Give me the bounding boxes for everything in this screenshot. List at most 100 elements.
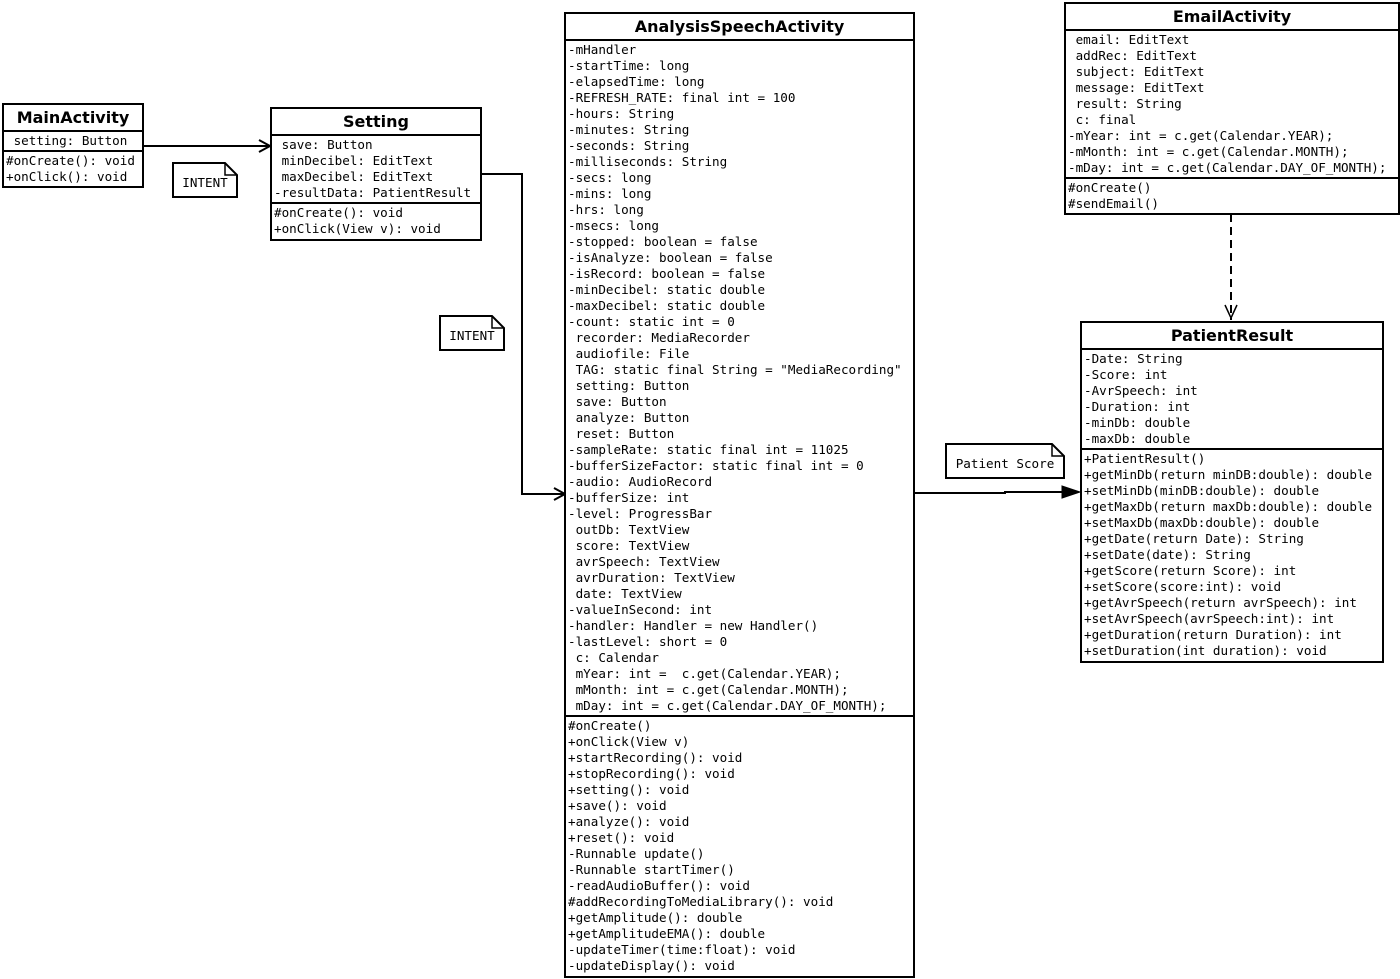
filled-arrowhead-icon <box>1061 485 1082 499</box>
attribute: outDb: TextView <box>568 522 690 537</box>
method-list: #onCreate() #sendEmail() <box>1066 177 1398 213</box>
note-text: INTENT <box>449 327 495 343</box>
note-patient-score[interactable]: Patient Score <box>945 443 1065 479</box>
method: #sendEmail() <box>1068 196 1159 211</box>
attribute: -maxDb: double <box>1084 431 1191 446</box>
attribute: -mMonth: int = c.get(Calendar.MONTH); <box>1068 144 1349 159</box>
method-list: #onCreate() +onClick(View v) +startRecor… <box>566 715 913 975</box>
attribute: -milliseconds: String <box>568 154 728 169</box>
class-main-activity[interactable]: MainActivity setting: Button #onCreate()… <box>2 103 144 188</box>
method: +onClick(View v): void <box>274 221 441 236</box>
method: +onClick(View v) <box>568 734 690 749</box>
attribute: TAG: static final String = "MediaRecordi… <box>568 362 902 377</box>
method: #onCreate() <box>568 718 652 733</box>
method: +getScore(return Score): int <box>1084 563 1297 578</box>
attribute: -handler: Handler = new Handler() <box>568 618 819 633</box>
note-intent-1[interactable]: INTENT <box>172 162 238 198</box>
attribute: -hours: String <box>568 106 675 121</box>
attribute: -Duration: int <box>1084 399 1191 414</box>
method: +getAmplitudeEMA(): double <box>568 926 766 941</box>
attribute: -mHandler <box>568 42 637 57</box>
method-list: #onCreate(): void +onClick(View v): void <box>272 202 480 238</box>
method: +getAmplitude(): double <box>568 910 743 925</box>
attribute: score: TextView <box>568 538 690 553</box>
attribute: -level: ProgressBar <box>568 506 713 521</box>
attribute: avrDuration: TextView <box>568 570 735 585</box>
method: +getMaxDb(return maxDb:double): double <box>1084 499 1373 514</box>
class-email-activity[interactable]: EmailActivity email: EditText addRec: Ed… <box>1064 2 1400 215</box>
method: +save(): void <box>568 798 667 813</box>
attribute: result: String <box>1068 96 1182 111</box>
method: -Runnable update() <box>568 846 705 861</box>
note-text: INTENT <box>182 174 228 190</box>
attribute: -msecs: long <box>568 218 659 233</box>
method: -Runnable startTimer() <box>568 862 735 877</box>
attribute: save: Button <box>274 137 373 152</box>
method: +setDate(date): String <box>1084 547 1251 562</box>
method: +setScore(score:int): void <box>1084 579 1282 594</box>
attribute: c: final <box>1068 112 1137 127</box>
attribute-list: save: Button minDecibel: EditText maxDec… <box>272 136 480 202</box>
attribute: -audio: AudioRecord <box>568 474 713 489</box>
method: +setMinDb(minDB:double): double <box>1084 483 1320 498</box>
attribute: -count: static int = 0 <box>568 314 735 329</box>
attribute: recorder: MediaRecorder <box>568 330 750 345</box>
attribute: -valueInSecond: int <box>568 602 713 617</box>
attribute: email: EditText <box>1068 32 1190 47</box>
attribute: -seconds: String <box>568 138 690 153</box>
attribute: -AvrSpeech: int <box>1084 383 1198 398</box>
method: #onCreate() <box>1068 180 1152 195</box>
note-text: Patient Score <box>955 455 1055 471</box>
attribute: -maxDecibel: static double <box>568 298 766 313</box>
note-shape-icon <box>439 315 505 351</box>
attribute: -resultData: PatientResult <box>274 185 472 200</box>
method: +startRecording(): void <box>568 750 743 765</box>
attribute: -mYear: int = c.get(Calendar.YEAR); <box>1068 128 1334 143</box>
attribute: -isRecord: boolean = false <box>568 266 766 281</box>
method: -updateDisplay(): void <box>568 958 735 973</box>
method: +getDuration(return Duration): int <box>1084 627 1342 642</box>
method: +analyze(): void <box>568 814 690 829</box>
attribute: addRec: EditText <box>1068 48 1197 63</box>
note-shape-icon <box>945 443 1065 479</box>
class-analysis-speech-activity[interactable]: AnalysisSpeechActivity -mHandler -startT… <box>564 12 915 978</box>
attribute: message: EditText <box>1068 80 1205 95</box>
attribute: c: Calendar <box>568 650 659 665</box>
note-shape-icon <box>172 162 238 198</box>
method: +getMinDb(return minDB:double): double <box>1084 467 1373 482</box>
attribute-list: -Date: String -Score: int -AvrSpeech: in… <box>1082 350 1382 448</box>
attribute: -sampleRate: static final int = 11025 <box>568 442 849 457</box>
method: -readAudioBuffer(): void <box>568 878 750 893</box>
method: #onCreate(): void <box>274 205 403 220</box>
method: +reset(): void <box>568 830 675 845</box>
method: +setting(): void <box>568 782 690 797</box>
attribute: -mDay: int = c.get(Calendar.DAY_OF_MONTH… <box>1068 160 1387 175</box>
attribute: analyze: Button <box>568 410 690 425</box>
class-name: PatientResult <box>1082 323 1382 350</box>
attribute: -Score: int <box>1084 367 1168 382</box>
class-patient-result[interactable]: PatientResult -Date: String -Score: int … <box>1080 321 1384 663</box>
attribute: -lastLevel: short = 0 <box>568 634 728 649</box>
attribute: minDecibel: EditText <box>274 153 434 168</box>
class-name: AnalysisSpeechActivity <box>566 14 913 41</box>
method: +stopRecording(): void <box>568 766 735 781</box>
attribute: maxDecibel: EditText <box>274 169 434 184</box>
method: +onClick(): void <box>6 169 128 184</box>
attribute: audiofile: File <box>568 346 690 361</box>
attribute: -bufferSize: int <box>568 490 690 505</box>
attribute-list: email: EditText addRec: EditText subject… <box>1066 31 1398 177</box>
attribute: -startTime: long <box>568 58 690 73</box>
attribute: date: TextView <box>568 586 682 601</box>
attribute: save: Button <box>568 394 667 409</box>
method: #addRecordingToMediaLibrary(): void <box>568 894 834 909</box>
attribute: reset: Button <box>568 426 675 441</box>
note-intent-2[interactable]: INTENT <box>439 315 505 351</box>
method: +setDuration(int duration): void <box>1084 643 1327 658</box>
method-list: #onCreate(): void +onClick(): void <box>4 150 142 186</box>
attribute: -bufferSizeFactor: static final int = 0 <box>568 458 864 473</box>
class-setting[interactable]: Setting save: Button minDecibel: EditTex… <box>270 107 482 241</box>
method: +getDate(return Date): String <box>1084 531 1304 546</box>
method: +PatientResult() <box>1084 451 1206 466</box>
